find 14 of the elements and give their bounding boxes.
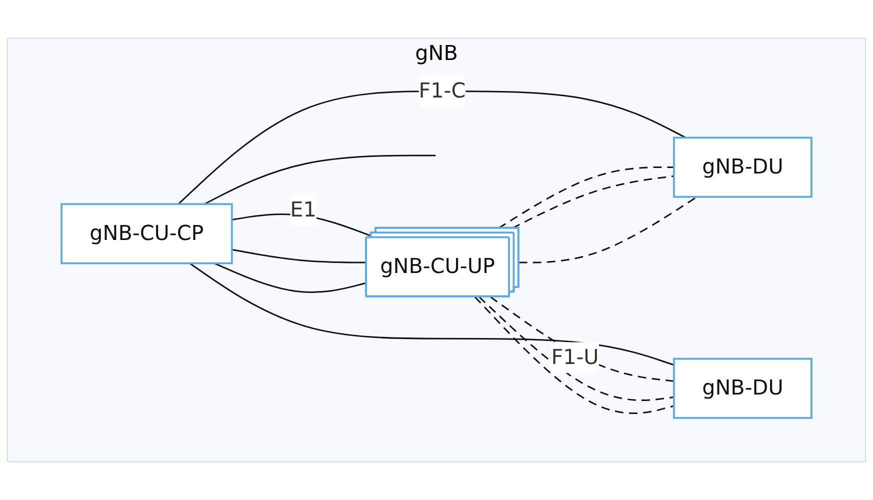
connector	[214, 262, 367, 293]
connector	[204, 154, 436, 205]
connector	[189, 262, 674, 366]
edge-label: F1-C	[418, 79, 466, 103]
connector	[518, 196, 698, 264]
connector	[490, 296, 674, 382]
connector	[178, 90, 686, 205]
connector	[498, 166, 674, 229]
node-box: gNB-DU	[673, 358, 812, 419]
connector	[232, 248, 367, 264]
edge-label: F1-U	[551, 346, 599, 370]
edge-label: E1	[290, 198, 316, 222]
node-box: gNB-CU-CP	[60, 203, 233, 264]
node-box: gNB-DU	[673, 136, 812, 198]
